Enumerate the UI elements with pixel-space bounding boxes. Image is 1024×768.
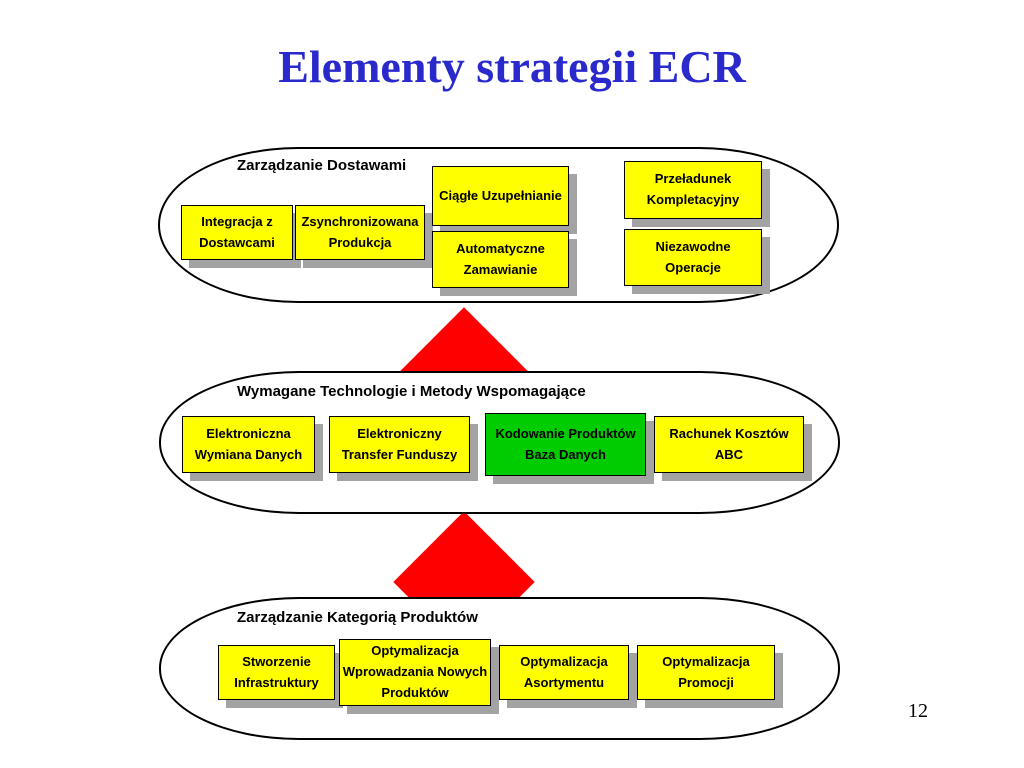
page-number: 12 xyxy=(908,700,928,722)
box-niezawodne-operacje: Niezawodne Operacje xyxy=(624,229,770,294)
box-label: Stworzenie Infrastruktury xyxy=(218,645,335,700)
section-label-category-management: Zarządzanie Kategorią Produktów xyxy=(237,609,478,626)
box-label: Optymalizacja Wprowadzania Nowych Produk… xyxy=(339,639,491,706)
box-label: Przeładunek Kompletacyjny xyxy=(624,161,762,219)
box-label: Automatyczne Zamawianie xyxy=(432,231,569,288)
box-label: Integracja z Dostawcami xyxy=(181,205,293,260)
box-label: Ciągłe Uzupełnianie xyxy=(432,166,569,226)
box-label: Optymalizacja Asortymentu xyxy=(499,645,629,700)
box-label: Elektroniczna Wymiana Danych xyxy=(182,416,315,473)
box-label: Zsynchronizowana Produkcja xyxy=(295,205,425,260)
box-integracja-z-dostawcami: Integracja z Dostawcami xyxy=(181,205,301,268)
slide-title: Elementy strategii ECR xyxy=(278,41,746,92)
box-label: Rachunek Kosztów ABC xyxy=(654,416,804,473)
section-label-technologies: Wymagane Technologie i Metody Wspomagają… xyxy=(237,383,586,400)
box-optymalizacja-wprowadzania-nowych-produktow: Optymalizacja Wprowadzania Nowych Produk… xyxy=(339,639,499,714)
box-rachunek-kosztow-abc: Rachunek Kosztów ABC xyxy=(654,416,812,481)
box-label: Kodowanie Produktów Baza Danych xyxy=(485,413,646,476)
box-optymalizacja-asortymentu: Optymalizacja Asortymentu xyxy=(499,645,637,708)
box-elektroniczny-transfer-funduszy: Elektroniczny Transfer Funduszy xyxy=(329,416,478,481)
box-przeladunek-kompletacyjny: Przeładunek Kompletacyjny xyxy=(624,161,770,227)
box-elektroniczna-wymiana-danych: Elektroniczna Wymiana Danych xyxy=(182,416,323,481)
box-label: Optymalizacja Promocji xyxy=(637,645,775,700)
box-kodowanie-produktow-baza-danych: Kodowanie Produktów Baza Danych xyxy=(485,413,654,484)
box-zsynchronizowana-produkcja: Zsynchronizowana Produkcja xyxy=(295,205,433,268)
box-label: Elektroniczny Transfer Funduszy xyxy=(329,416,470,473)
box-optymalizacja-promocji: Optymalizacja Promocji xyxy=(637,645,783,708)
box-stworzenie-infrastruktury: Stworzenie Infrastruktury xyxy=(218,645,343,708)
box-ciagle-uzupelnianie: Ciągłe Uzupełnianie xyxy=(432,166,577,234)
section-label-supply-management: Zarządzanie Dostawami xyxy=(237,157,407,174)
box-label: Niezawodne Operacje xyxy=(624,229,762,286)
box-automatyczne-zamawianie: Automatyczne Zamawianie xyxy=(432,231,577,296)
